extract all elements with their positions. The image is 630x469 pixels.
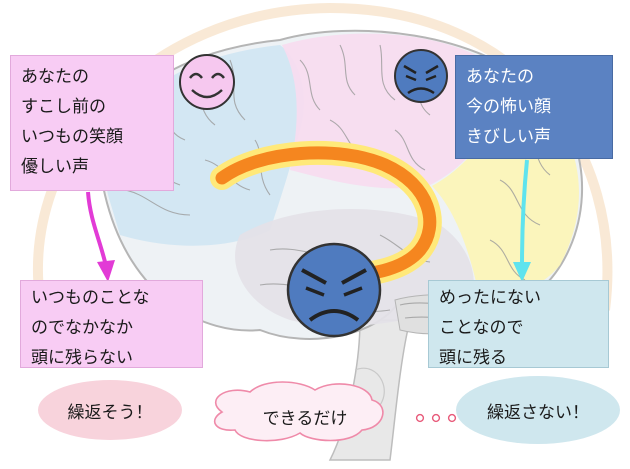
result-right-line-2: ことなので [439, 318, 524, 338]
result-right-line-1: めったにない [439, 288, 541, 308]
oval-right [456, 376, 620, 444]
now-line-1: あなたの [466, 67, 534, 87]
past-line-1: あなたの [21, 67, 89, 87]
result-left-line-1: いつものことな [31, 288, 150, 308]
result-left-line-3: 頭に残らない [31, 348, 133, 368]
cloud-middle [213, 381, 384, 442]
result-right-line-3: 頭に残る [439, 348, 507, 368]
result-left-line-2: のでなかなか [31, 318, 133, 338]
smiling-face-icon [179, 54, 235, 110]
as-much-as-possible-label: できるだけ [262, 409, 348, 429]
oval-left [38, 380, 182, 440]
result-left-box: いつものことな のでなかなか 頭に残らない [20, 280, 203, 368]
past-line-3: いつもの笑顔 [21, 127, 123, 147]
now-line-3: きびしい声 [466, 127, 551, 147]
now-line-2: 今の怖い顔 [466, 97, 551, 117]
past-expression-box: あなたの すこし前の いつもの笑顔 優しい声 [10, 55, 174, 191]
dots-connector [415, 413, 457, 423]
past-line-4: 優しい声 [21, 157, 89, 177]
do-not-repeat-label: 繰返さない！ [487, 403, 589, 423]
result-right-box: めったにない ことなので 頭に残る [428, 280, 609, 368]
memory-pathway [210, 140, 442, 287]
current-expression-box: あなたの 今の怖い顔 きびしい声 [455, 55, 613, 159]
right-arrow [513, 159, 531, 282]
left-arrow [86, 191, 115, 282]
past-line-2: すこし前の [21, 97, 106, 117]
repeat-label: 繰返そう！ [67, 403, 153, 423]
angry-face-icon-large [286, 242, 382, 338]
angry-face-icon [394, 49, 448, 103]
